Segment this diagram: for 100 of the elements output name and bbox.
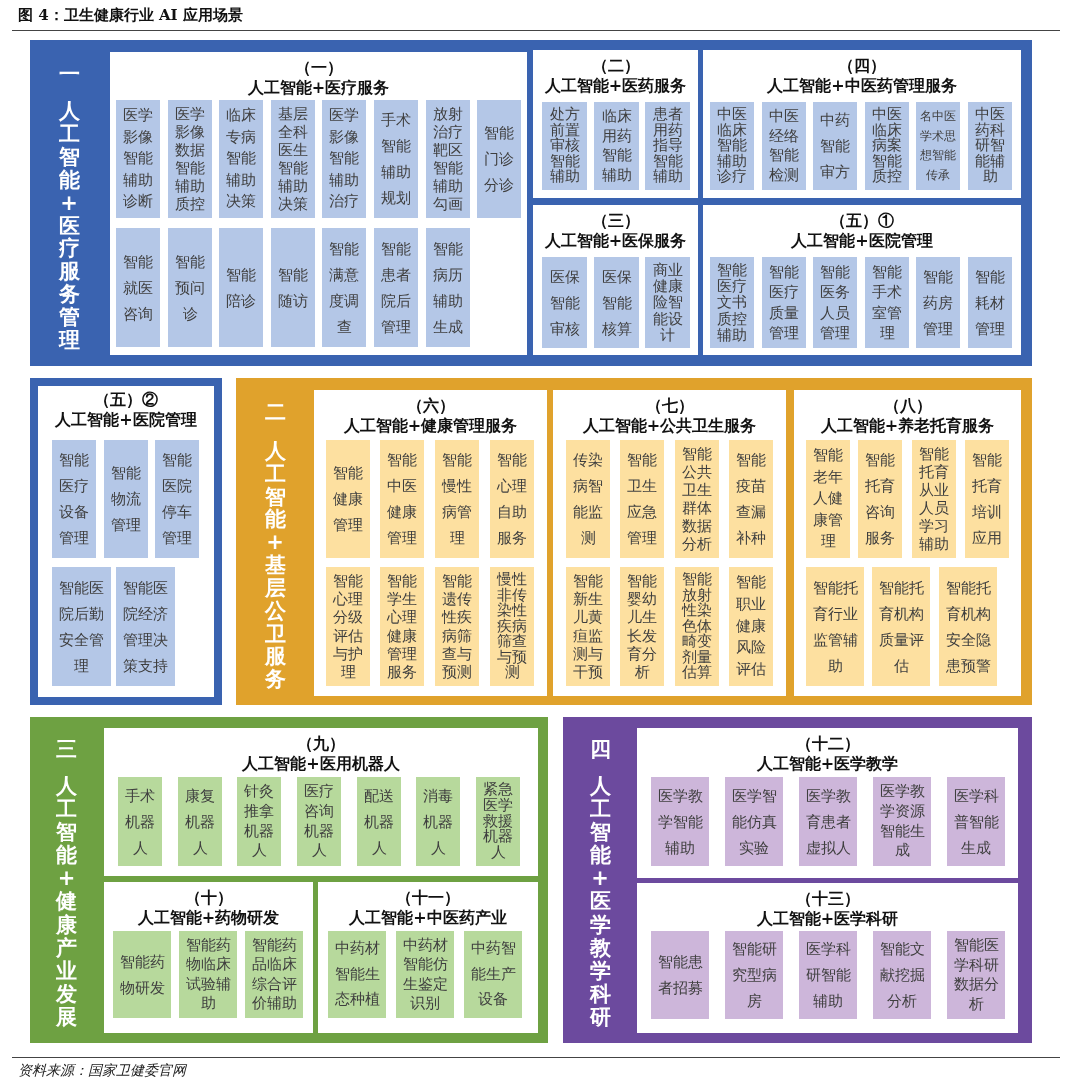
scenario-box: 智能医院经济管理决策支持 — [116, 567, 175, 686]
scenario-box: 智能托育机构质量评估 — [872, 567, 930, 686]
scenario-box: 患者用药指导智能辅助 — [645, 102, 690, 190]
scenario-box: 智能学生心理健康管理服务 — [380, 567, 424, 686]
scenario-box: 智能疫苗查漏补种 — [729, 440, 773, 558]
panel-number: （九） — [296, 734, 346, 754]
scenario-box: 智能陪诊 — [219, 228, 263, 347]
scenario-box: 医学科研智能辅助 — [799, 931, 857, 1019]
scenario-box: 医学教育患者虚拟人 — [799, 777, 857, 866]
section-number: 一 — [58, 61, 80, 88]
figure-title: 图 4：卫生健康行业 AI 应用场景 — [18, 6, 243, 25]
scenario-box: 智能托育机构安全隐患预警 — [939, 567, 997, 686]
scenario-box: 消毒机器人 — [416, 777, 460, 866]
scenario-box: 中药智能审方 — [813, 102, 857, 190]
section-title: 人工智能+医学教学科研 — [589, 775, 611, 1030]
scenario-box: 智能心理自助服务 — [490, 440, 534, 558]
scenario-box: 智能随访 — [271, 228, 315, 347]
panel-title: 人工智能+医学科研 — [755, 909, 900, 929]
scenario-box: 配送机器人 — [357, 777, 401, 866]
category-panel — [553, 390, 786, 696]
scenario-box: 智能托育从业人员学习辅助 — [912, 440, 956, 558]
scenario-box: 智能职业健康风险评估 — [729, 567, 773, 686]
scenario-box: 智能手术室管理 — [865, 257, 909, 348]
category-panel — [533, 50, 698, 198]
panel-number: （十） — [183, 888, 234, 908]
scenario-box: 智能医院后勤安全管理 — [52, 567, 111, 686]
category-panel — [703, 50, 1021, 198]
category-panel — [318, 882, 538, 1033]
panel-number: （十二） — [794, 734, 861, 754]
panel-title: 人工智能+医保服务 — [543, 231, 688, 251]
category-panel — [30, 378, 222, 705]
scenario-box: 中医临床智能辅助诊疗 — [710, 102, 754, 190]
scenario-box: 智能患者招募 — [651, 931, 709, 1019]
scenario-box: 中医药科研智能辅助 — [968, 102, 1012, 190]
scenario-box: 手术智能辅助规划 — [374, 100, 418, 218]
scenario-box: 智能预问诊 — [168, 228, 212, 347]
scenario-box: 智能中医健康管理 — [380, 440, 424, 558]
panel-number: （五）① — [829, 211, 895, 231]
category-panel — [794, 390, 1021, 696]
category-panel — [533, 205, 698, 355]
panel-title: 人工智能+公共卫生服务 — [581, 416, 758, 436]
scenario-box: 智能医疗文书质控辅助 — [710, 257, 754, 348]
section-number: 二 — [264, 399, 286, 426]
scenario-box: 医学影像数据智能辅助质控 — [168, 100, 212, 218]
scenario-box: 中医临床病案智能质控 — [865, 102, 909, 190]
section-title: 人工智能+医疗服务管理 — [58, 100, 80, 352]
scenario-box: 手术机器人 — [118, 777, 162, 866]
scenario-box: 智能慢性病管理 — [435, 440, 479, 558]
scenario-box: 智能文献挖掘分析 — [873, 931, 931, 1019]
scenario-box: 医保智能审核 — [542, 257, 587, 348]
scenario-box: 医疗咨询机器人 — [297, 777, 341, 866]
scenario-box: 智能药物临床试验辅助 — [179, 931, 237, 1018]
scenario-box: 医学教学资源智能生成 — [873, 777, 931, 866]
scenario-box: 智能医疗设备管理 — [52, 440, 96, 558]
panel-number: （十三） — [794, 889, 861, 909]
section-frame — [236, 378, 1032, 705]
category-panel — [104, 728, 538, 876]
scenario-box: 智能医务人员管理 — [813, 257, 857, 348]
scenario-box: 智能门诊分诊 — [477, 100, 521, 218]
panel-title: 人工智能+医疗服务 — [246, 78, 391, 98]
panel-number: （七） — [644, 396, 695, 416]
panel-title: 人工智能+药物研发 — [136, 908, 281, 928]
section-title: 人工智能+基层公卫服务 — [264, 440, 286, 691]
section-title: 人工智能+健康产业发展 — [55, 775, 78, 1030]
scenario-box: 智能新生儿黄疸监测与干预 — [566, 567, 610, 686]
scenario-box: 中药材智能仿生鉴定识别 — [396, 931, 454, 1018]
scenario-box: 智能病历辅助生成 — [426, 228, 470, 347]
panel-title: 人工智能+医药服务 — [543, 76, 688, 96]
panel-title: 人工智能+医院管理 — [54, 410, 198, 430]
scenario-box: 紧急医学救援机器人 — [476, 777, 520, 866]
panel-title: 人工智能+医用机器人 — [241, 754, 401, 774]
panel-title: 人工智能+养老托育服务 — [819, 416, 996, 436]
scenario-box: 智能托育咨询服务 — [858, 440, 902, 558]
scenario-box: 智能研究型病房 — [725, 931, 783, 1019]
panel-number: （六） — [405, 396, 456, 416]
section-number: 四 — [589, 736, 611, 763]
panel-number: （二） — [590, 56, 641, 76]
scenario-box: 慢性非传染性疾病筛查与预测 — [490, 567, 534, 686]
panel-number: （三） — [590, 211, 641, 231]
section-frame — [563, 717, 1032, 1043]
section-number: 三 — [55, 736, 78, 763]
scenario-box: 智能公共卫生群体数据分析 — [675, 440, 719, 558]
panel-number: （八） — [882, 396, 933, 416]
scenario-box: 康复机器人 — [178, 777, 222, 866]
category-panel — [703, 205, 1021, 355]
section-frame — [30, 40, 1032, 366]
category-panel — [110, 52, 527, 355]
scenario-box: 基层全科医生智能辅助决策 — [271, 100, 315, 218]
scenario-box: 临床用药智能辅助 — [594, 102, 639, 190]
panel-number: （十一） — [395, 888, 461, 908]
scenario-box: 智能药品临床综合评价辅助 — [245, 931, 303, 1018]
scenario-box: 智能医疗质量管理 — [762, 257, 806, 348]
scenario-box: 智能物流管理 — [104, 440, 148, 558]
section-frame — [30, 717, 548, 1043]
panel-number: （四） — [837, 56, 887, 76]
scenario-box: 智能药物研发 — [113, 931, 171, 1018]
scenario-box: 智能患者院后管理 — [374, 228, 418, 347]
scenario-box: 医学影像智能辅助治疗 — [322, 100, 366, 218]
panel-number: （一） — [293, 58, 344, 78]
scenario-box: 中医经络智能检测 — [762, 102, 806, 190]
